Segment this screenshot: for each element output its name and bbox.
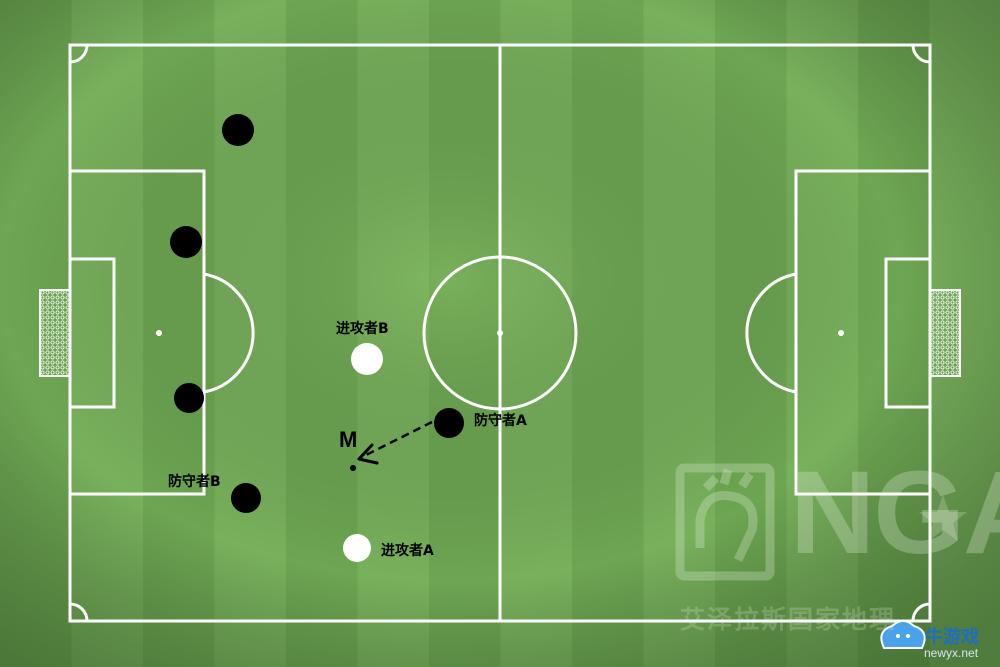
watermark-subtitle: 艾泽拉斯国家地理	[680, 605, 897, 634]
attacker-a-label: 进攻者A	[381, 543, 434, 559]
point-m-marker	[350, 465, 356, 471]
attacker-b	[351, 343, 383, 375]
corner-arc-bottom-right	[911, 602, 931, 622]
attacker-b-label: 进攻者B	[336, 321, 389, 337]
point-m-label: M	[339, 427, 358, 452]
nga-logo-emblem	[675, 463, 775, 581]
defender-a	[434, 408, 464, 438]
brand-url: newyx.net	[924, 646, 979, 660]
center-spot	[497, 330, 503, 336]
corner-arc-bottom-left	[69, 602, 89, 622]
right-goal-net	[929, 289, 961, 377]
center-circle	[422, 255, 578, 411]
defender-b-label: 防守者B	[168, 474, 221, 490]
nga-logo-star	[919, 495, 967, 541]
defender-2	[170, 226, 202, 258]
corner-arc-top-right	[911, 44, 931, 64]
left-goal-net	[39, 289, 71, 377]
defender-3	[174, 383, 204, 413]
right-penalty-spot	[838, 330, 844, 336]
watermark-logo: NGA	[790, 447, 1000, 579]
defender-a-label: 防守者A	[474, 413, 527, 429]
defender-b	[231, 483, 261, 513]
attacker-a	[343, 534, 371, 562]
brand-name: 牛游戏	[925, 627, 979, 648]
brand-badge	[880, 620, 926, 649]
defender-1	[222, 114, 254, 146]
corner-arc-top-left	[69, 44, 89, 64]
left-penalty-spot	[156, 330, 162, 336]
left-penalty-arc	[203, 272, 255, 394]
right-penalty-arc	[745, 272, 797, 394]
pass-arrow	[357, 420, 433, 465]
